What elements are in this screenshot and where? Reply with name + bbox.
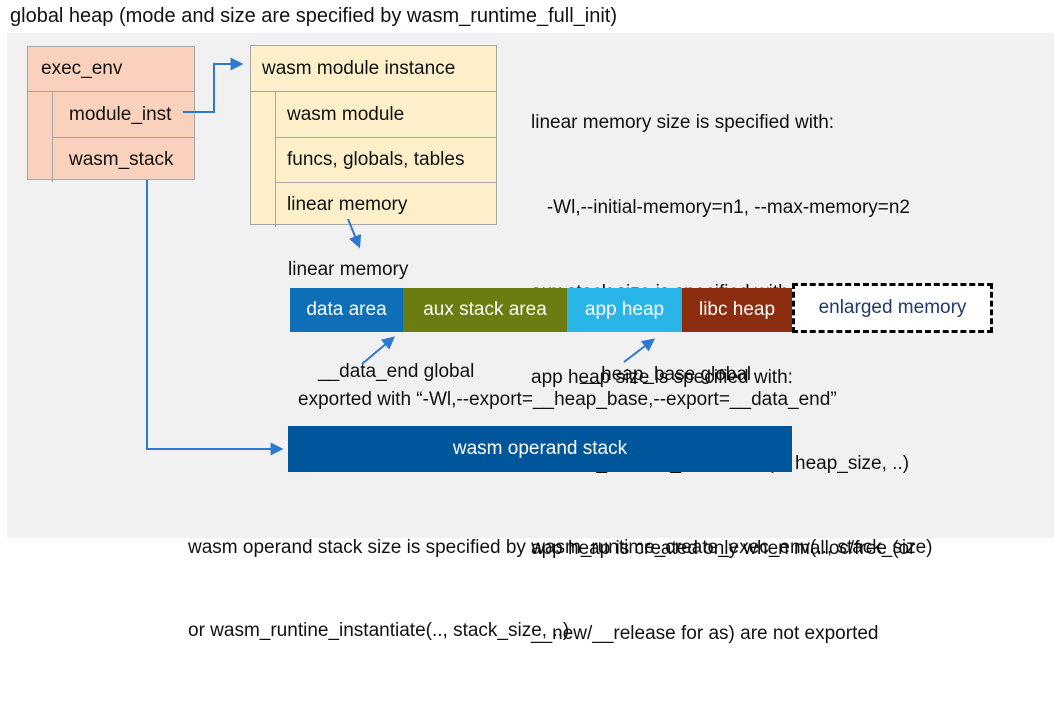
module-instance-field-wasm-module: wasm module (287, 103, 405, 125)
linear-memory-label: linear memory (288, 259, 409, 280)
module-instance-row-linear-memory: linear memory (251, 182, 496, 227)
note-line: linear memory size is specified with: (531, 111, 835, 133)
exec-env-box: exec_env module_inst wasm_stack (27, 46, 195, 182)
module-instance-field-funcs-globals-tables: funcs, globals, tables (276, 137, 496, 182)
exec-env-field-wasm-stack: wasm_stack (53, 137, 194, 182)
export-note: exported with “-Wl,--export=__heap_base,… (298, 389, 837, 410)
struct-indent (28, 137, 53, 182)
note-line: or wasm_runtine_instantiate(.., stack_si… (188, 619, 570, 641)
module-instance-header: wasm module instance (251, 46, 496, 92)
module-instance-field-linear-memory: linear memory (276, 182, 496, 227)
note-line: -Wl,--initial-memory=n1, --max-memory=n2 (531, 197, 910, 219)
segment-enlarged-memory: enlarged memory (792, 283, 993, 333)
exec-env-header: exec_env (28, 47, 194, 92)
module-instance-row-wasm-module: wasm module (251, 92, 496, 137)
exec-env-row-module-inst: module_inst (28, 92, 194, 137)
page-title: global heap (mode and size are specified… (10, 5, 617, 27)
exec-env-field-module-inst: module_inst (69, 103, 172, 125)
data-end-global-label: __data_end global (318, 361, 475, 382)
struct-indent (28, 92, 53, 137)
struct-indent (251, 92, 276, 137)
diagram-canvas: global heap (mode and size are specified… (7, 5, 1054, 644)
note-line: app heap size is specified with: (531, 367, 793, 389)
segment-app-heap: app heap (567, 288, 682, 332)
module-instance-row-funcs-globals-tables: funcs, globals, tables (251, 137, 496, 182)
struct-indent (251, 137, 276, 182)
operand-stack-bar: wasm operand stack (288, 426, 792, 472)
struct-indent (251, 182, 276, 227)
segment-data-area: data area (290, 288, 403, 332)
operand-stack-notes: wasm operand stack size is specified by … (188, 479, 933, 699)
module-instance-box: wasm module instance wasm module funcs, … (250, 45, 497, 227)
exec-env-row-wasm-stack: wasm_stack (28, 137, 194, 182)
segment-libc-heap: libc heap (682, 288, 792, 332)
segment-aux-stack-area: aux stack area (403, 288, 567, 332)
note-line: wasm operand stack size is specified by … (188, 537, 933, 558)
linear-memory-bar: data area aux stack area app heap libc h… (290, 288, 792, 332)
heap-base-global-label: __heap_base global (580, 364, 752, 385)
